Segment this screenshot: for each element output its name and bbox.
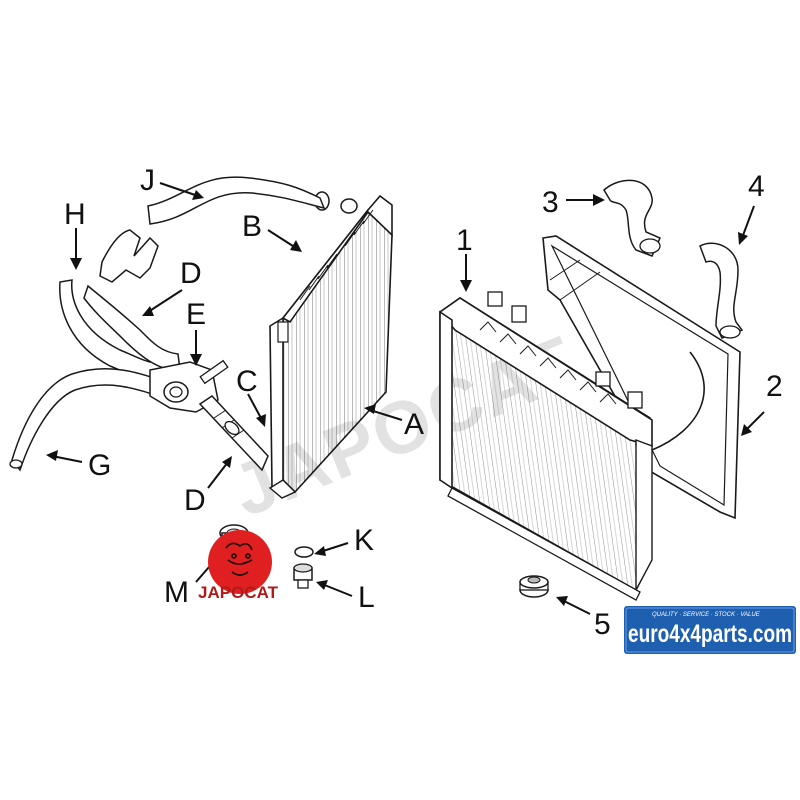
japocat-logo: JAPOCAT <box>198 530 279 602</box>
euro4x4parts-logo-text: euro4x4parts.com <box>628 620 792 648</box>
right-radiator <box>438 291 653 601</box>
label-d-upper: D <box>180 257 202 290</box>
label-k: K <box>354 524 374 557</box>
euro4x4parts-tagline: QUALITY · SERVICE · STOCK · VALUE <box>652 612 761 618</box>
label-m: M <box>164 576 189 609</box>
callout-arrows <box>46 182 765 615</box>
label-5: 5 <box>594 608 611 641</box>
fan-shroud <box>542 235 741 520</box>
rubber-mount-5 <box>519 575 549 598</box>
euro4x4parts-logo: QUALITY · SERVICE · STOCK · VALUE euro4x… <box>624 606 796 654</box>
label-h: H <box>64 198 86 231</box>
label-1: 1 <box>456 224 473 257</box>
callout-labels: J H D E B C A G D K L M 1 2 3 4 5 <box>64 164 783 641</box>
drain-plug-l <box>293 563 313 589</box>
label-g: G <box>88 449 111 482</box>
hose-j <box>147 176 326 225</box>
label-3: 3 <box>542 186 559 219</box>
label-c: C <box>236 365 258 398</box>
thermostat-housing <box>149 359 269 472</box>
o-ring-k <box>294 546 314 558</box>
label-j: J <box>140 164 155 197</box>
label-4: 4 <box>748 170 765 203</box>
label-b: B <box>242 210 262 243</box>
hose-h <box>99 229 159 283</box>
label-2: 2 <box>766 370 783 403</box>
hose-4 <box>699 242 744 339</box>
japocat-logo-text: JAPOCAT <box>198 583 279 602</box>
label-e: E <box>186 298 206 331</box>
label-a: A <box>404 408 424 441</box>
left-radiator <box>268 191 393 499</box>
label-l: L <box>358 581 375 614</box>
label-d-lower: D <box>184 484 206 517</box>
